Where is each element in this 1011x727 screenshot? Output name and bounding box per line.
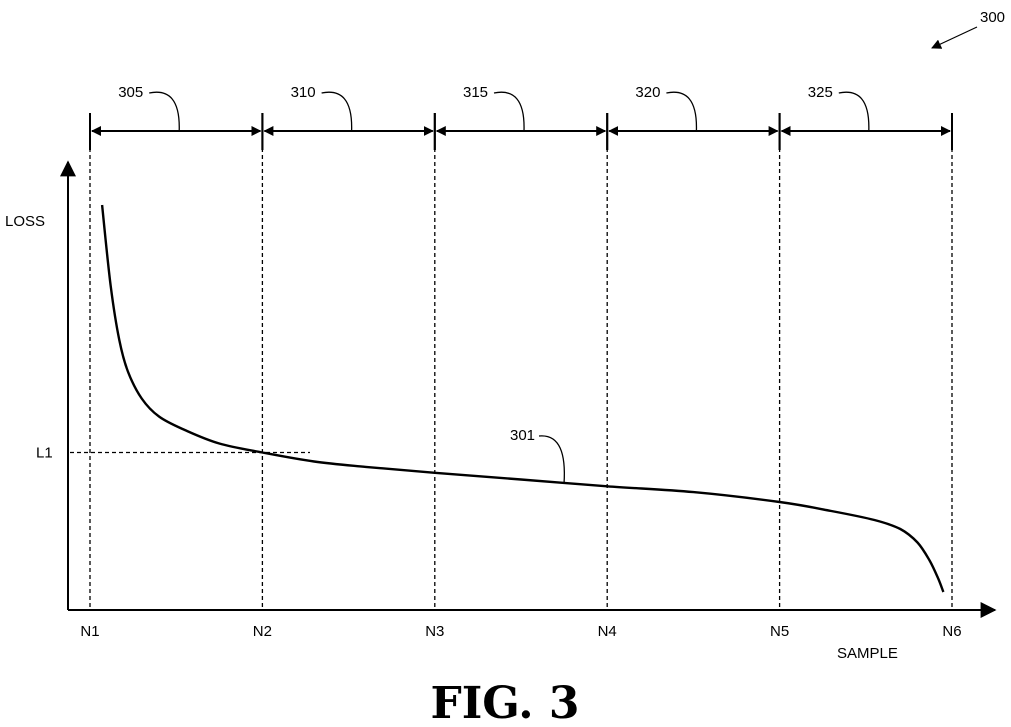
region-320-label: 320 [635,84,660,101]
x-tick-n3: N3 [425,623,444,640]
series-line-301 [100,204,945,593]
figure-ref-label: 300 [980,9,1005,26]
region-320-leader [666,91,698,132]
region-315-label: 315 [463,84,488,101]
x-tick-n5: N5 [770,623,789,640]
x-tick-n6: N6 [942,623,961,640]
region-325-label: 325 [808,84,833,101]
region-315-leader [493,91,525,132]
figure-caption: FIG. 3 [430,678,579,727]
region-305-label: 305 [118,84,143,101]
x-tick-n1: N1 [80,623,99,640]
region-310-leader [321,91,353,132]
loss-series: 301 [100,204,945,593]
region-325-leader [838,91,870,132]
series-label-301: 301 [510,427,535,444]
y-axis-label: LOSS [5,213,45,230]
figure-ref-arrow [931,26,978,49]
sample-divider-lines [89,148,953,610]
x-axis-label: SAMPLE [837,645,898,662]
region-305-leader [149,91,180,132]
y-reference-marks: L1 [36,445,310,462]
series-leader-301 [538,435,566,485]
sample-regions: 305 310 315 320 325 [89,84,953,150]
x-tick-n4: N4 [598,623,617,640]
region-310-label: 310 [291,84,316,101]
x-tick-labels: N1 N2 N3 N4 N5 N6 [80,623,961,640]
y-mark-l1: L1 [36,445,53,462]
x-tick-n2: N2 [253,623,272,640]
